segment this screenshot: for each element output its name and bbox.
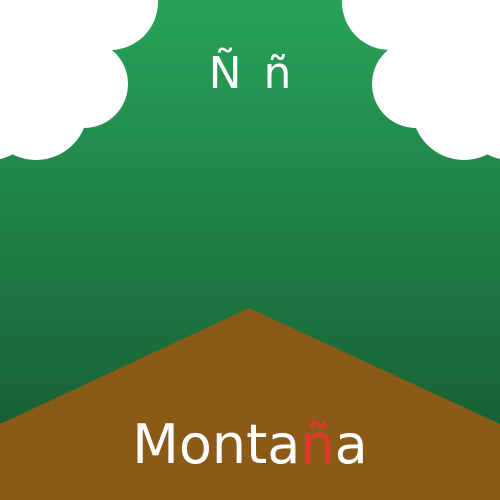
word-highlight-letter: ñ bbox=[300, 413, 335, 476]
cloud-right-icon bbox=[342, 0, 500, 160]
mountain-icon bbox=[0, 308, 500, 500]
word-suffix: a bbox=[334, 413, 368, 476]
cloud-left-icon bbox=[0, 0, 158, 160]
word-label: Montaña bbox=[0, 413, 500, 476]
word-prefix: Monta bbox=[132, 413, 301, 476]
lowercase-letter: ñ bbox=[263, 48, 292, 99]
uppercase-letter: Ñ bbox=[208, 48, 242, 99]
